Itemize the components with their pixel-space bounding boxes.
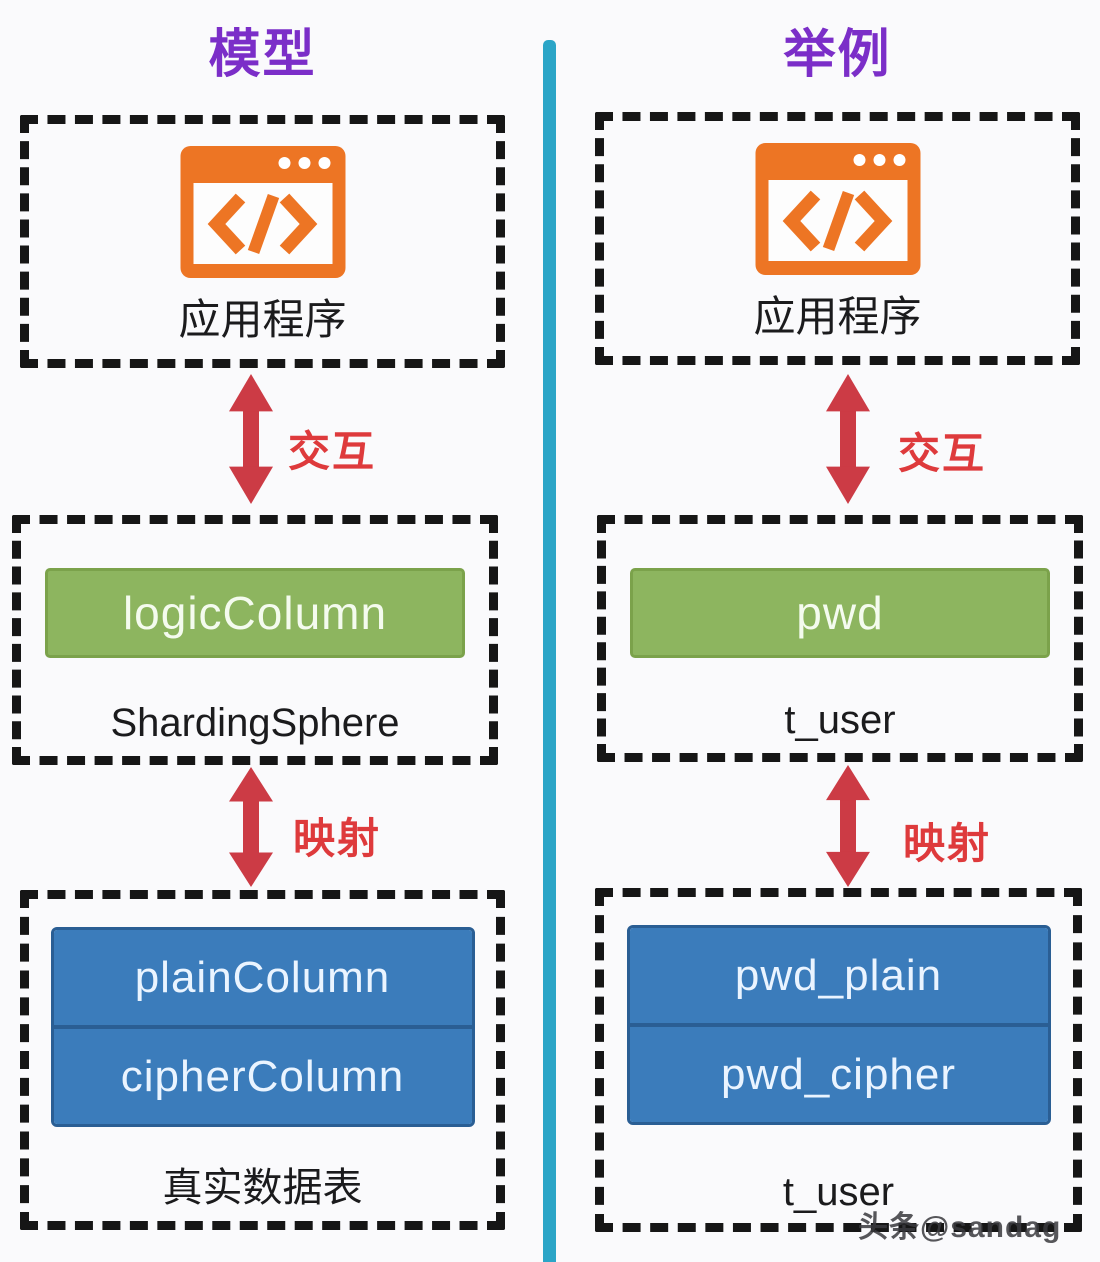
model-shardingsphere-box: logicColumn ShardingSphere (12, 515, 498, 765)
model-application-box: 应用程序 (20, 115, 505, 368)
interact-label: 交互 (288, 428, 377, 475)
cipher-column-row: pwd_cipher (629, 1023, 1048, 1122)
map-arrow (229, 767, 273, 887)
table-name-label: t_user (784, 698, 896, 742)
shardingsphere-label: ShardingSphere (110, 701, 400, 745)
plain-column-row: plainColumn (53, 930, 472, 1025)
application-label: 应用程序 (178, 296, 347, 343)
example-application-box: 应用程序 (595, 112, 1080, 365)
map-label: 映射 (293, 815, 382, 862)
window-dots-icon (853, 154, 905, 166)
logic-column-label: logicColumn (122, 587, 388, 639)
code-brackets-icon (207, 193, 318, 254)
code-window-icon (180, 146, 345, 278)
cipher-column-row: cipherColumn (53, 1025, 472, 1124)
logic-column-box: pwd (630, 568, 1050, 658)
logic-column-box: logicColumn (45, 568, 465, 658)
application-label: 应用程序 (753, 293, 922, 340)
watermark: 头条@sandag (858, 1211, 1062, 1244)
plain-column-row: pwd_plain (629, 928, 1048, 1023)
real-table-label: t_user (782, 1170, 895, 1214)
code-window-icon (755, 143, 920, 275)
window-dots-icon (278, 157, 330, 169)
interact-label: 交互 (898, 430, 987, 477)
real-columns-stack: pwd_plain pwd_cipher (626, 925, 1051, 1125)
example-real-table-box: pwd_plain pwd_cipher t_user (595, 888, 1082, 1232)
model-real-table-box: plainColumn cipherColumn 真实数据表 (20, 890, 505, 1230)
map-arrow (826, 765, 870, 887)
map-label: 映射 (903, 820, 992, 867)
column-title-model: 模型 (208, 26, 317, 84)
real-table-label: 真实数据表 (162, 1166, 363, 1210)
code-window-screen (193, 183, 332, 264)
code-window-screen (768, 180, 907, 261)
code-brackets-icon (782, 190, 893, 251)
logic-column-label: pwd (796, 587, 884, 639)
example-table-box: pwd t_user (597, 515, 1083, 762)
real-columns-stack: plainColumn cipherColumn (50, 927, 475, 1127)
column-divider (543, 40, 556, 1262)
interact-arrow (826, 374, 870, 504)
column-title-example: 举例 (783, 26, 892, 84)
interact-arrow (229, 374, 273, 504)
